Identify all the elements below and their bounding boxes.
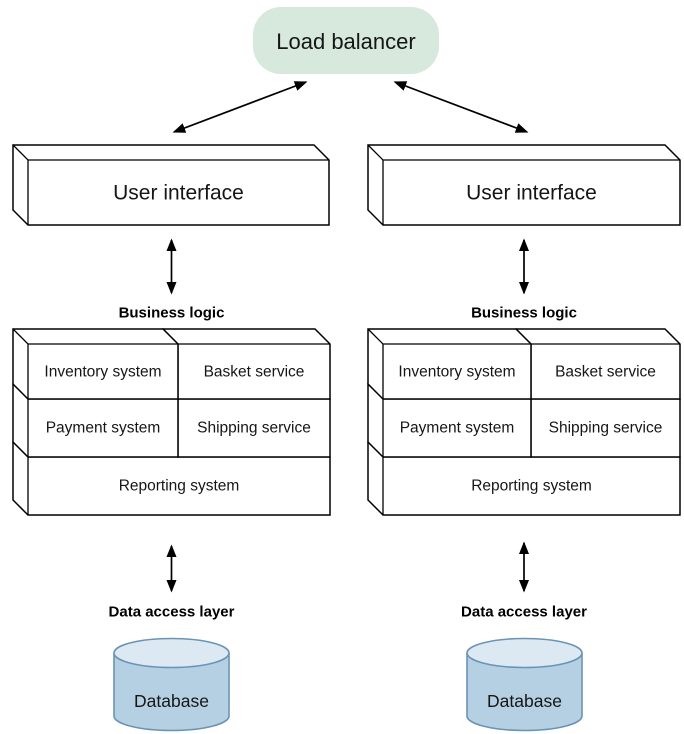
database-left-body	[113, 653, 230, 732]
data-access-title-left: Data access layer	[109, 604, 235, 621]
ui-box-right-label: User interface	[466, 182, 597, 205]
bl-right-cell-inventory: Inventory system	[398, 364, 515, 381]
bl-left-cell-basket: Basket service	[204, 364, 305, 381]
double-arrow-lb-to-ui-left	[172, 81, 308, 133]
double-arrow-lb-to-ui-right	[393, 81, 529, 133]
database-right: Database	[466, 637, 583, 732]
business-logic-left: Inventory system Basket service Payment …	[12, 328, 331, 516]
database-right-label: Database	[487, 691, 562, 711]
bl-right-cell-basket: Basket service	[555, 364, 656, 381]
bl-left-cell-payment: Payment system	[46, 420, 161, 437]
bl-right-cell-shipping: Shipping service	[549, 420, 663, 437]
bl-right-cell-reporting: Reporting system	[471, 478, 592, 495]
business-logic-title-left: Business logic	[119, 305, 225, 322]
bl-left-cell-inventory: Inventory system	[44, 364, 161, 381]
database-left-label: Database	[134, 691, 209, 711]
load-balancer-node	[253, 7, 439, 74]
database-right-top	[466, 637, 583, 669]
database-left-top	[113, 637, 230, 669]
ui-box-left: User interface	[12, 144, 330, 226]
bl-right-cell-payment: Payment system	[400, 420, 515, 437]
business-logic-title-right: Business logic	[471, 305, 577, 322]
ui-box-right: User interface	[367, 144, 681, 226]
database-right-body	[466, 653, 583, 732]
load-balancer-label: Load balancer	[276, 29, 415, 54]
bl-left-cell-reporting: Reporting system	[119, 478, 240, 495]
data-access-title-right: Data access layer	[461, 604, 587, 621]
bl-left-cell-shipping: Shipping service	[197, 420, 311, 437]
business-logic-right: Inventory system Basket service Payment …	[367, 328, 681, 516]
ui-box-left-label: User interface	[113, 182, 244, 205]
database-left: Database	[113, 637, 230, 732]
